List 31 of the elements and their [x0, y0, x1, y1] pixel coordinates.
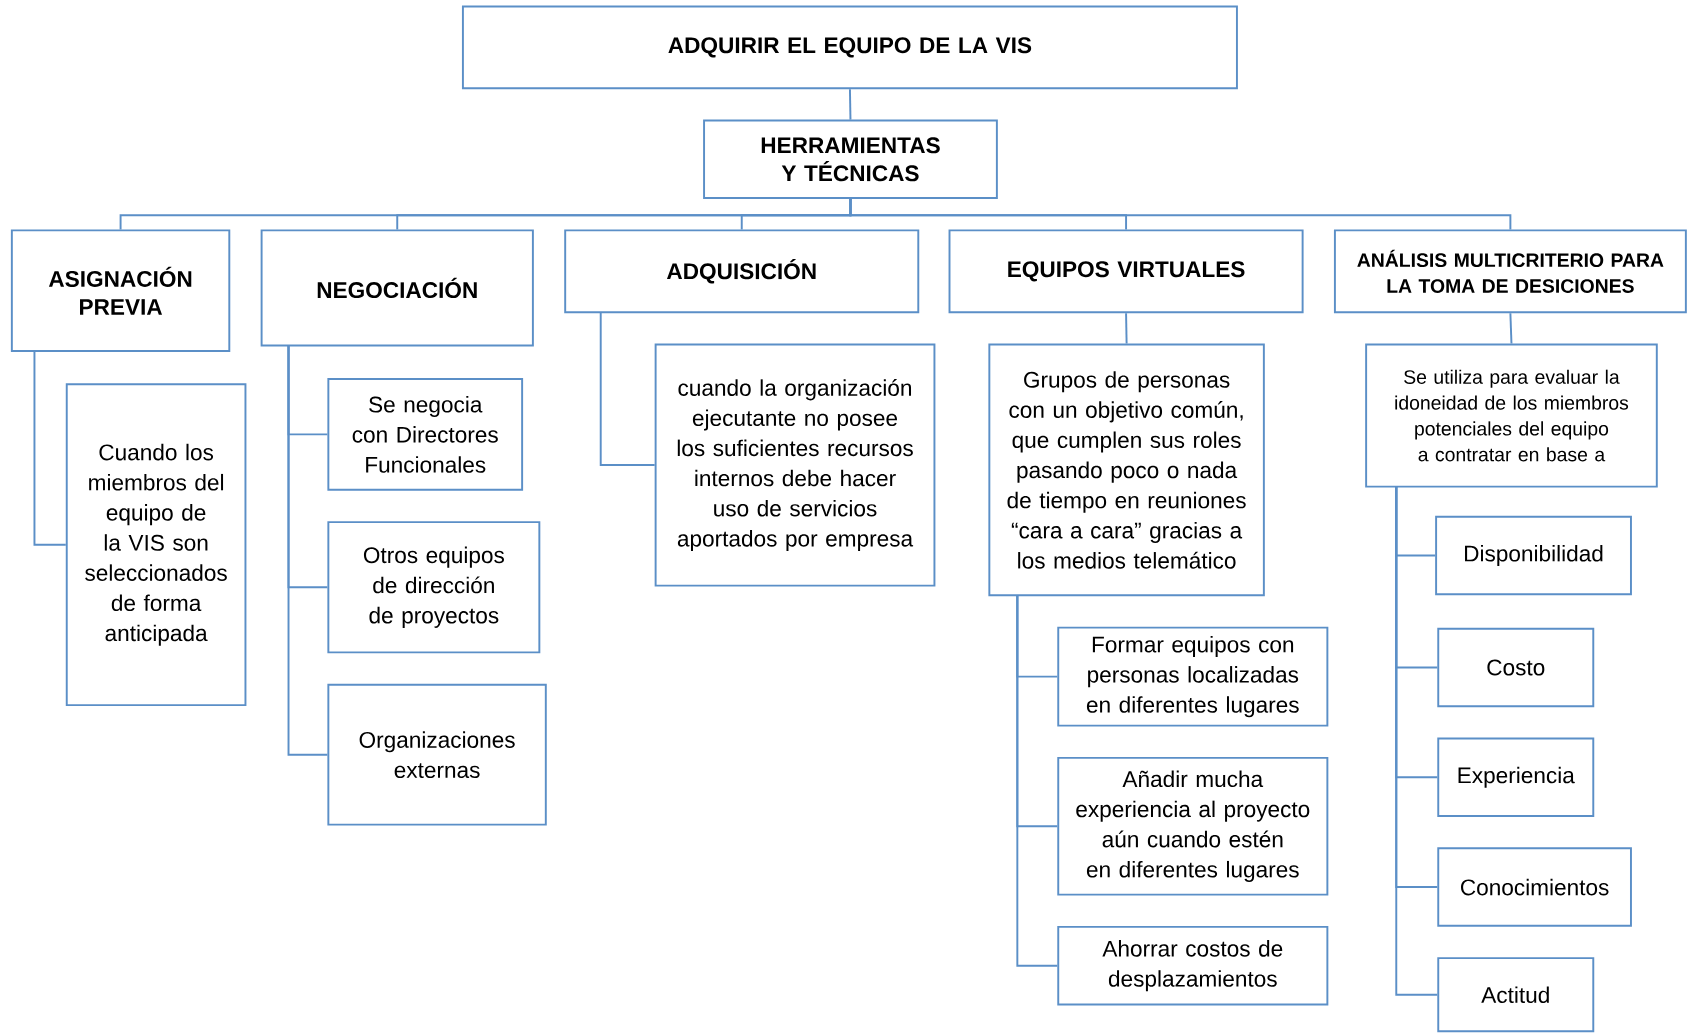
text-box: Actitud: [1437, 956, 1595, 1033]
text-box: Disponibilidad: [1435, 515, 1632, 595]
connector-line: [849, 197, 1512, 231]
connector-line: [1016, 594, 1059, 967]
connector-line: [599, 311, 656, 466]
connector-line: [33, 349, 67, 546]
connector-line: [1509, 311, 1513, 345]
text-box: Se utiliza para evaluar la idoneidad de los miembros potenciales del equipo a contratar en base a: [1365, 343, 1658, 488]
connector-line: [1395, 485, 1439, 996]
text-box: Grupos de personas con un objetivo común, que cumplen sus roles pasando poco o nada de tiempo en reuniones “cara a cara” gracias a los medios telemático: [988, 343, 1265, 597]
text-box: Cuando los miembros del equipo de la VIS son seleccionados de forma anticipada: [65, 383, 247, 706]
connector-line: [1125, 311, 1128, 345]
connector-line: [848, 88, 852, 121]
text-box: Se negocia con Directores Funcionales: [327, 377, 524, 491]
heading-box: ADQUISICIÓN: [564, 229, 920, 313]
text-box: Experiencia: [1437, 737, 1595, 817]
text-box: Ahorrar costos de desplazamientos: [1057, 925, 1329, 1006]
text-box: Otros equipos de dirección de proyectos: [327, 520, 541, 654]
heading-box: HERRAMIENTAS Y TÉCNICAS: [703, 119, 998, 199]
text-box: cuando la organización ejecutante no posee los suficientes recursos internos debe hacer uso de servicios aportados por empresa: [654, 343, 936, 587]
text-box: Formar equipos con personas localizadas en diferentes lugares: [1057, 626, 1329, 727]
text-box: Conocimientos: [1437, 847, 1632, 927]
text-box: Costo: [1437, 627, 1595, 707]
text-box: Organizaciones externas: [327, 683, 547, 826]
connector-line: [287, 344, 329, 756]
heading-box: NEGOCIACIÓN: [260, 229, 534, 347]
heading-box: ADQUIRIR EL EQUIPO DE LA VIS: [461, 5, 1238, 89]
text-box: Añadir mucha experiencia al proyecto aún cuando estén en diferentes lugares: [1057, 756, 1329, 896]
heading-box: ANÁLISIS MULTICRITERIO PARA LA TOMA DE DESICIONES: [1333, 229, 1687, 313]
heading-box: EQUIPOS VIRTUALES: [948, 229, 1304, 313]
heading-box: ASIGNACIÓN PREVIA: [10, 229, 231, 352]
